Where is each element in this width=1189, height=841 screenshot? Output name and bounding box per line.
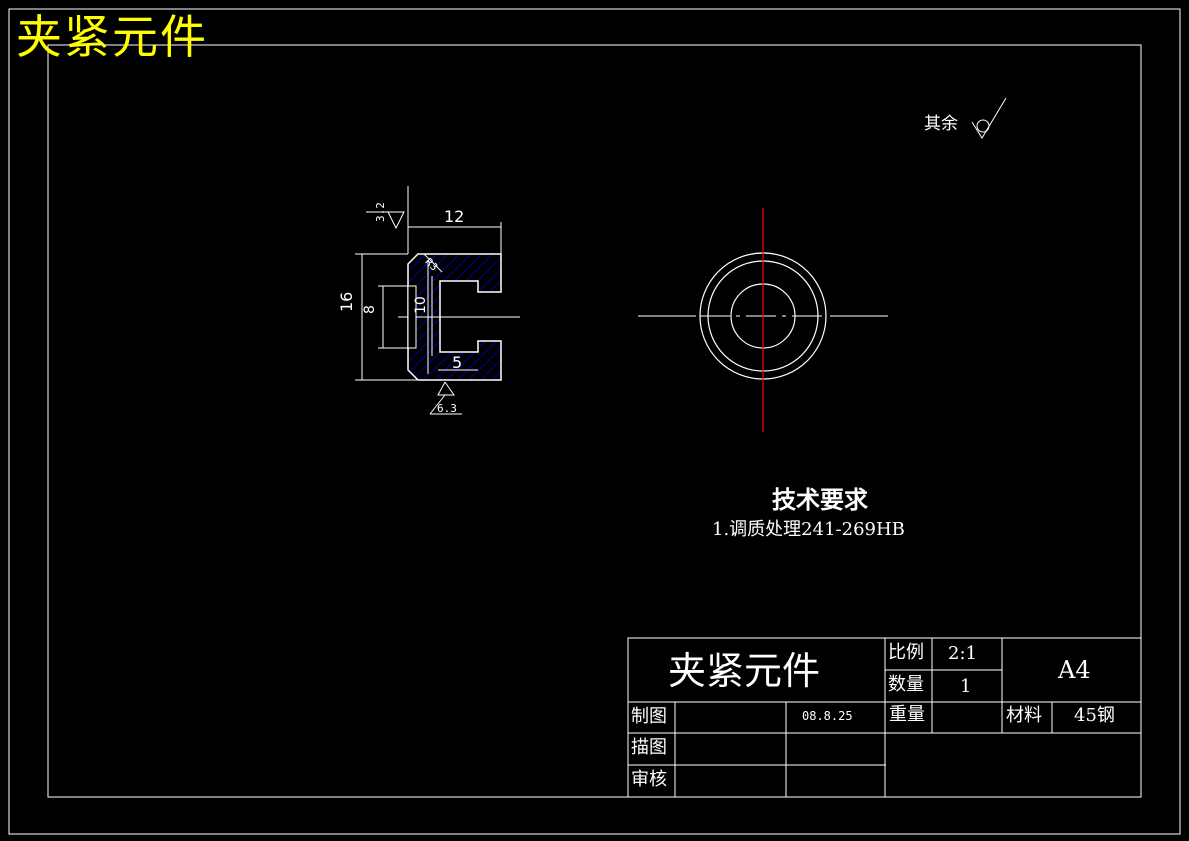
title-block [627, 637, 1142, 798]
section-view: 12 16 8 10 5 R3 3.2 6.3 [337, 186, 520, 415]
quantity-label: 数量 [888, 674, 924, 695]
dim-5: 5 [452, 353, 462, 372]
section-hatch [407, 253, 502, 381]
tech-requirements-heading: 技术要求 [772, 486, 868, 514]
dim-16: 16 [337, 292, 356, 312]
inner-frame [47, 44, 1142, 798]
scale-value: 2:1 [948, 643, 977, 664]
material-label: 材料 [1006, 705, 1042, 726]
material-value: 45钢 [1074, 705, 1115, 726]
dim-12: 12 [444, 207, 464, 226]
dim-10: 10 [413, 296, 429, 314]
outer-frame [8, 8, 1181, 835]
scale-label: 比例 [888, 642, 924, 663]
drawn-label: 制图 [631, 706, 667, 727]
drawn-date: 08.8.25 [802, 709, 853, 723]
weight-label: 重量 [889, 704, 925, 725]
tech-requirement-item: 1.调质处理241-269HB [712, 519, 905, 540]
drawing-title: 夹紧元件 [16, 10, 208, 64]
rest-roughness-symbol [971, 97, 1007, 139]
title-block-part-name: 夹紧元件 [668, 649, 821, 693]
paper-size: A4 [1058, 656, 1091, 684]
traced-label: 描图 [631, 737, 667, 758]
quantity-value: 1 [960, 676, 972, 697]
checked-label: 审核 [631, 769, 667, 790]
roughness-6-3: 6.3 [437, 402, 457, 415]
roughness-3-2: 3.2 [374, 202, 387, 222]
rest-roughness-label: 其余 [924, 114, 958, 134]
side-view [638, 208, 888, 432]
dim-8: 8 [362, 305, 378, 314]
